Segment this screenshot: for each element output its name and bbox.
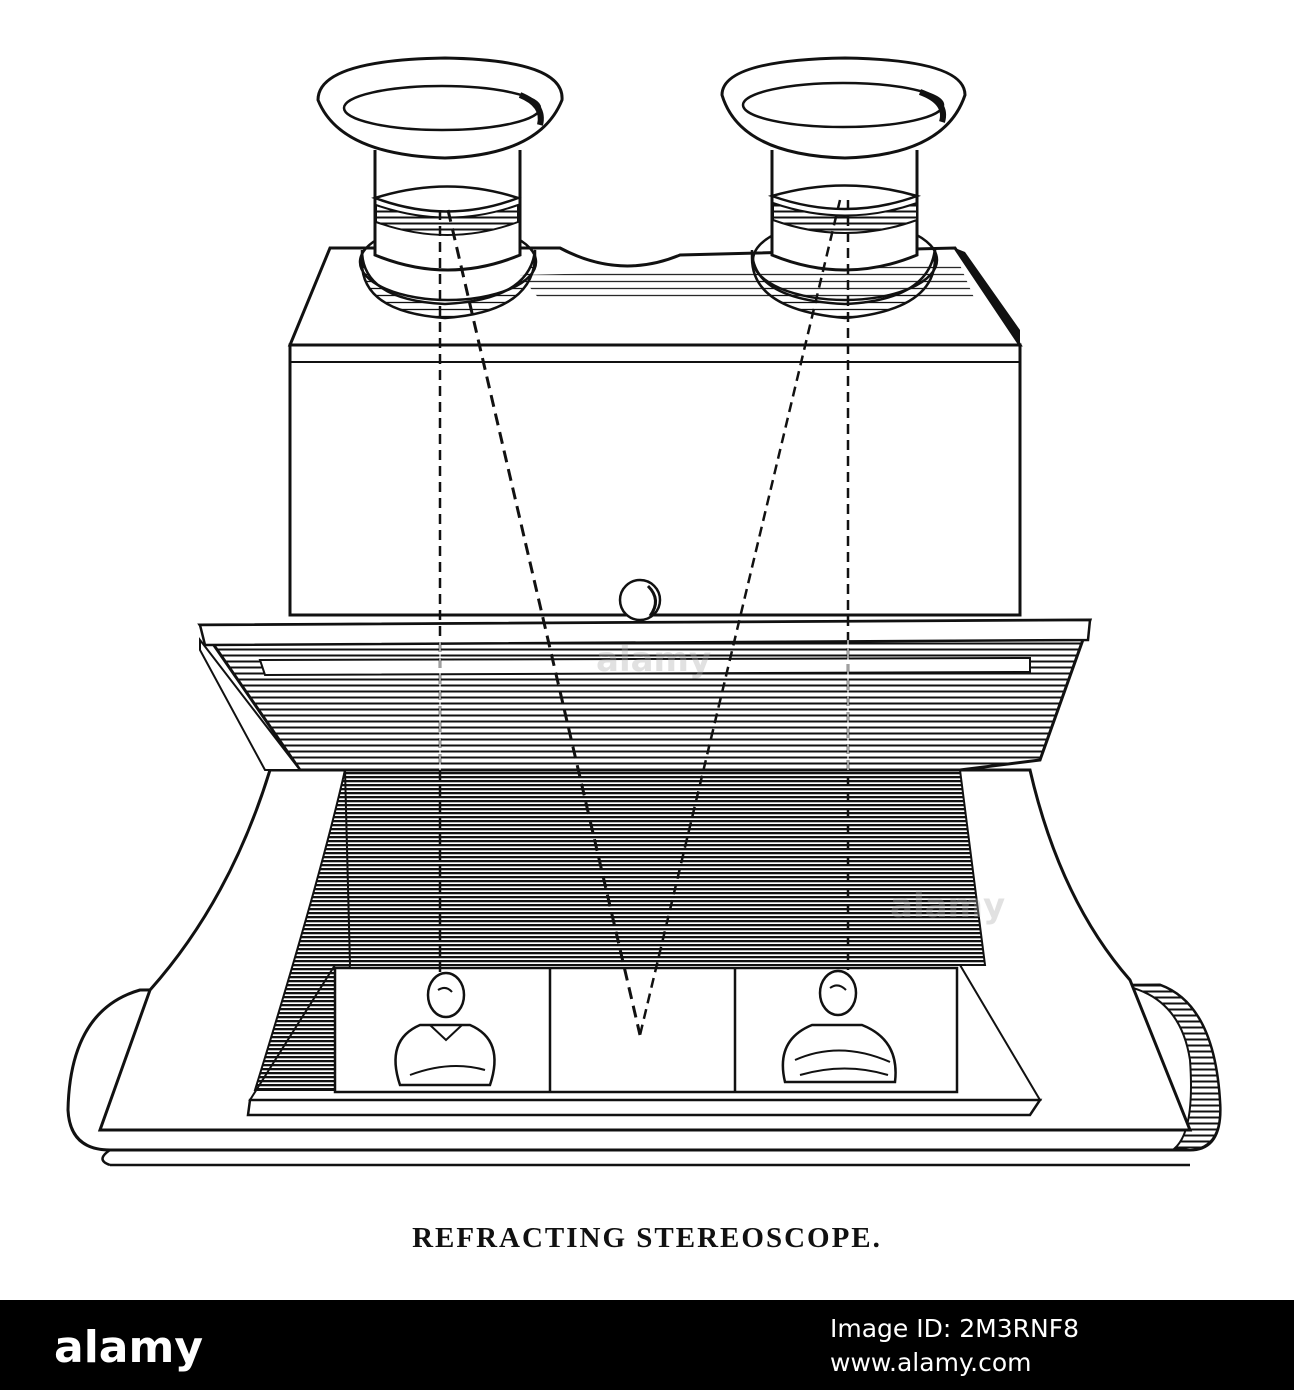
image-id-label: Image ID: 2M3RNF8 <box>830 1314 1079 1343</box>
ray-left-diagonal <box>446 209 642 1036</box>
stereo-card <box>333 966 959 1094</box>
optical-rays <box>438 199 850 1036</box>
left-bust-figure <box>394 971 496 1087</box>
stereoscope-illustration <box>66 56 1222 1167</box>
right-bust-figure <box>781 969 897 1084</box>
left-eyepiece <box>316 56 564 320</box>
right-eyepiece <box>720 56 967 320</box>
viewer-box <box>287 246 1023 622</box>
alamy-logo: alamy <box>54 1322 203 1373</box>
figure-caption: REFRACTING STEREOSCOPE. <box>412 1222 882 1254</box>
watermark-text: alamy <box>890 886 1006 926</box>
footer-bar: alamy Image ID: 2M3RNF8 www.alamy.com <box>0 1300 1294 1390</box>
hood-ledge <box>197 618 1093 772</box>
footer-url: www.alamy.com <box>830 1348 1032 1377</box>
watermark-text: alamy <box>596 640 712 680</box>
